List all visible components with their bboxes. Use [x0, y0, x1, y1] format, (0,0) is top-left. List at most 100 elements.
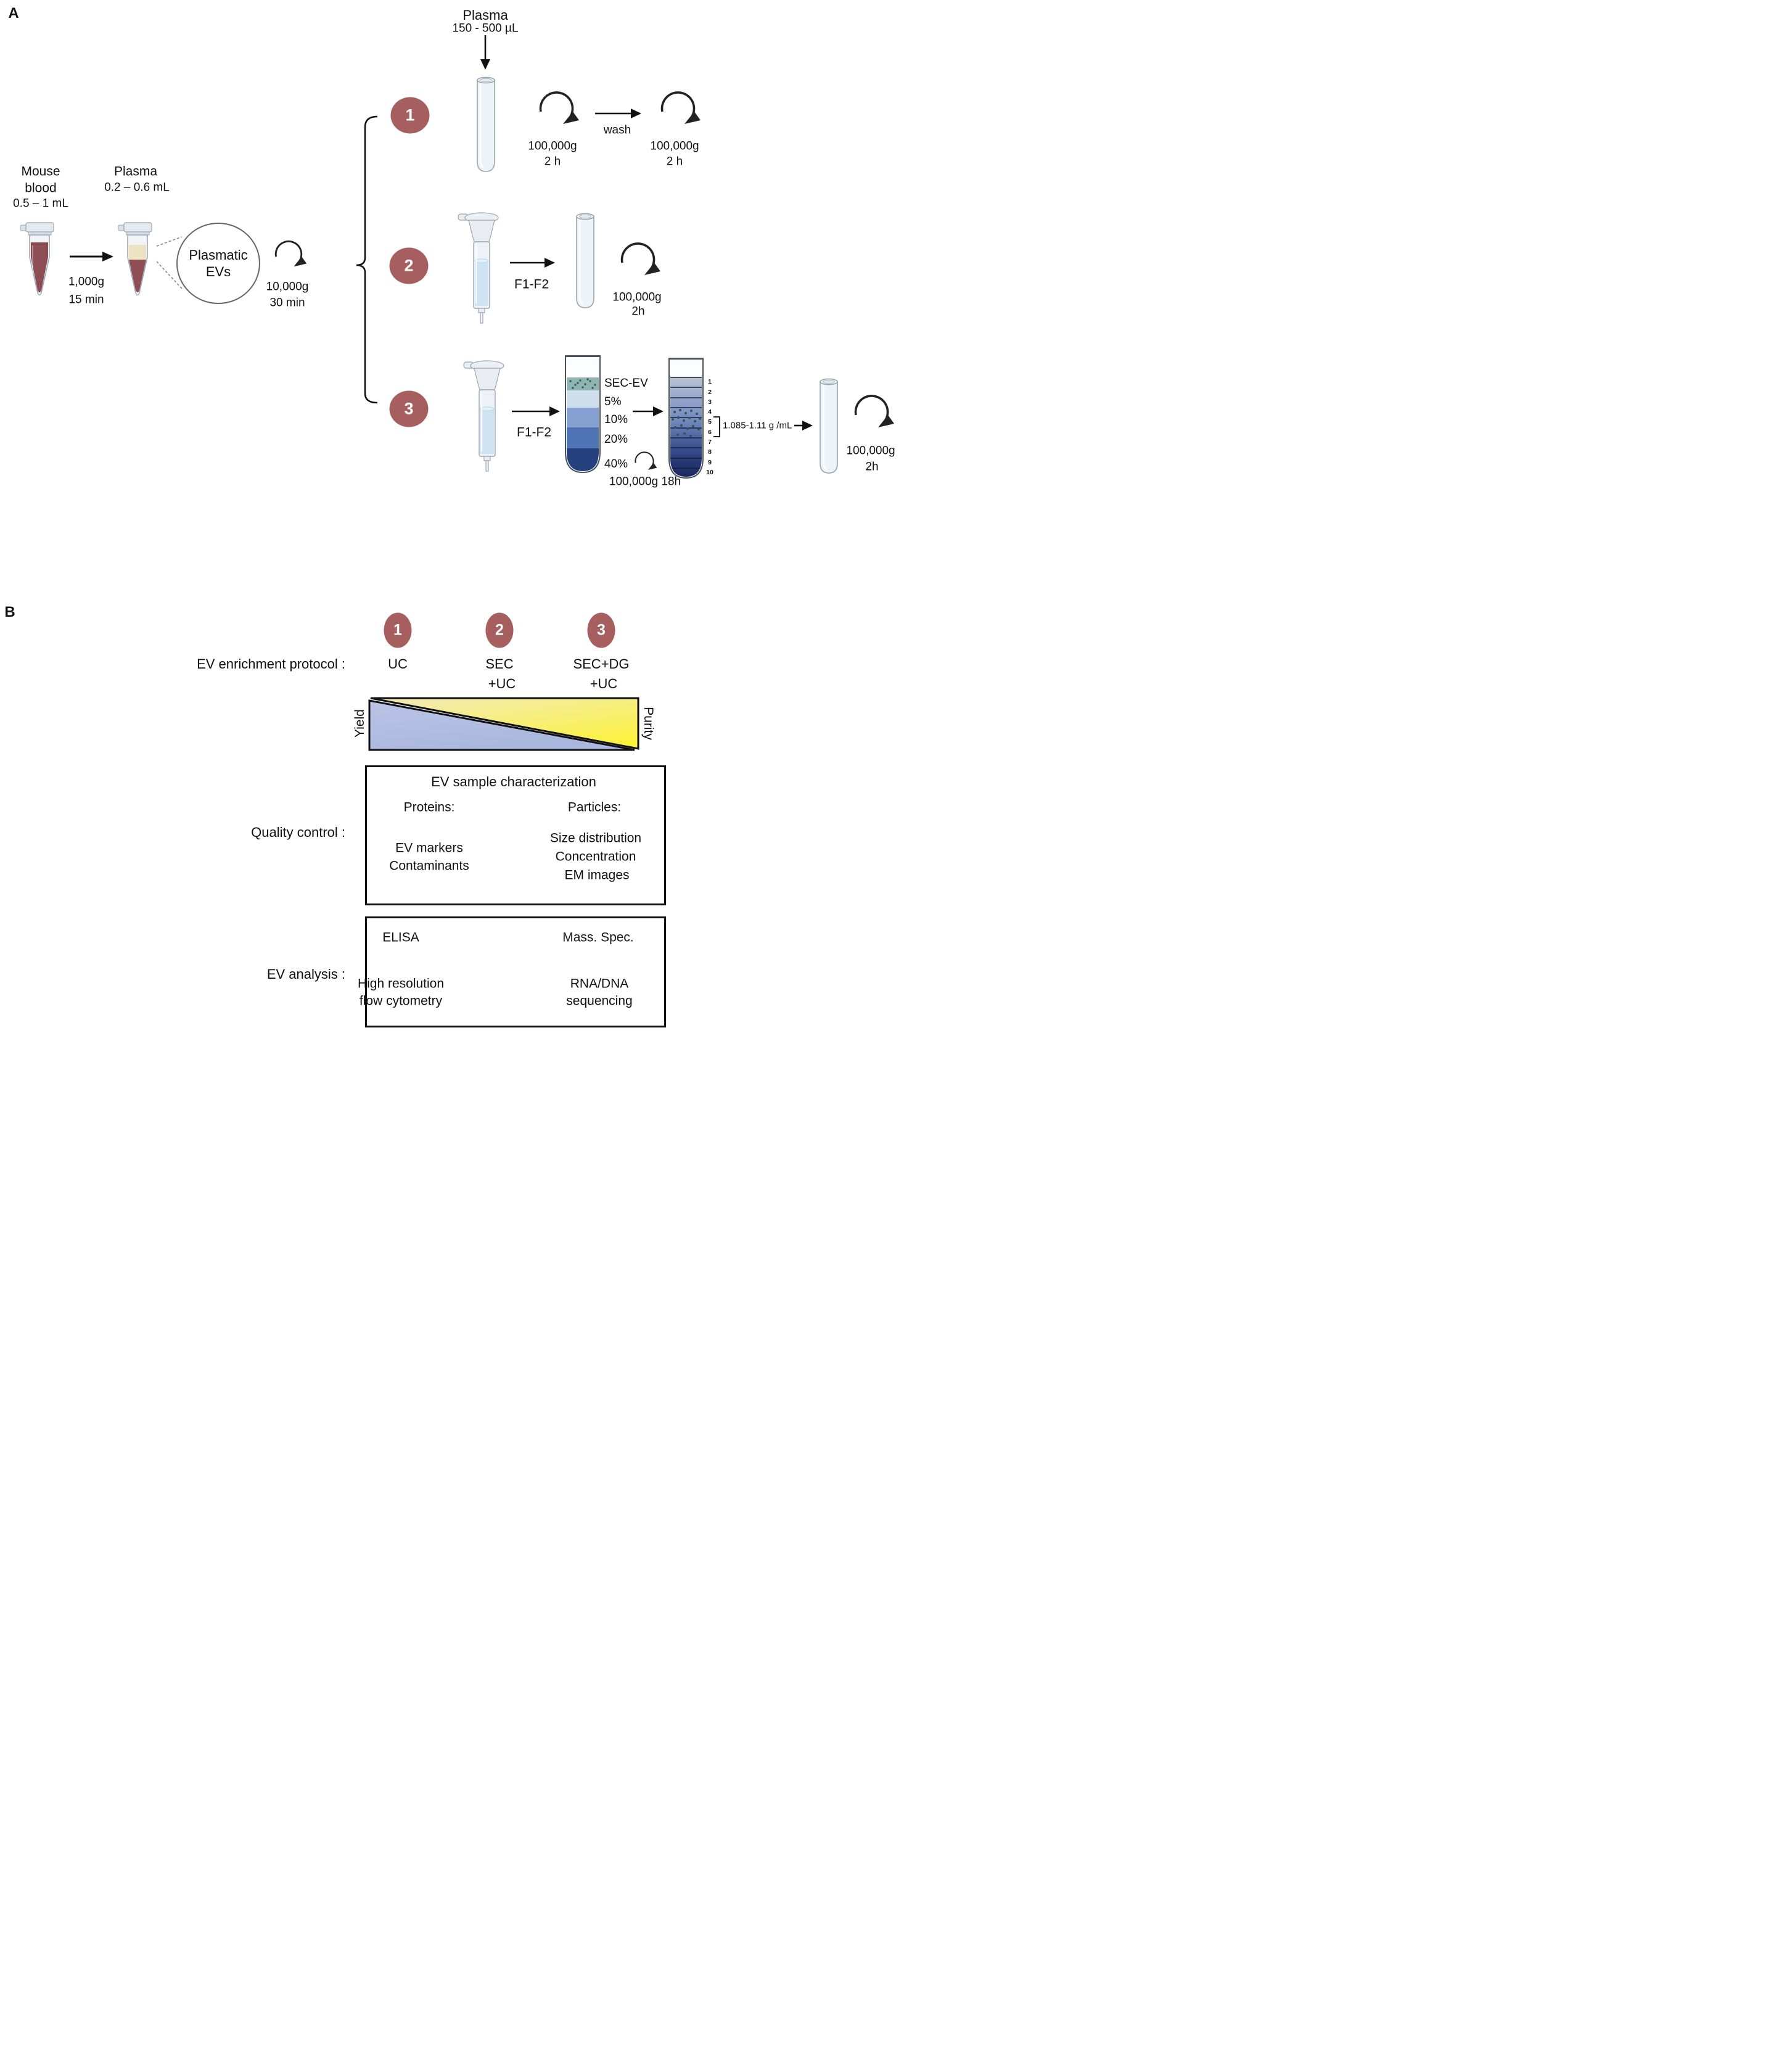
branch3-spin-gradient: 100,000g 18h	[609, 475, 681, 488]
protocol1-name: UC	[388, 656, 408, 672]
branch1-spin-b-speed: 100,000g	[650, 139, 699, 153]
protocol3-name2: +UC	[590, 675, 618, 691]
plasma-layer	[129, 245, 146, 260]
fraction-num-9: 9	[708, 459, 712, 467]
yield-purity-diagram	[368, 697, 639, 751]
mouse-blood-volume: 0.5 – 1 mL	[13, 197, 68, 210]
protocol3-name: SEC+DG	[573, 656, 630, 672]
proteins-item-contaminants: Contaminants	[389, 858, 469, 873]
gradient-label-5: 5%	[604, 395, 622, 408]
centrifuge-icon-18h	[635, 451, 658, 471]
band-20pct	[567, 427, 599, 448]
plasma-tube	[118, 222, 152, 296]
protocol2-name: SEC	[485, 656, 514, 672]
branch2-number: 2	[404, 256, 414, 275]
branch-brace	[356, 115, 378, 404]
branch1-spin-a-time: 2 h	[544, 155, 561, 168]
fraction-num-6: 6	[708, 429, 712, 437]
analysis-flow-line2: flow cytometry	[359, 994, 443, 1008]
arrow-f1f2-branch2	[510, 258, 555, 268]
zoom-cone-line-bottom	[156, 261, 183, 289]
protocol3-badge: 3	[587, 612, 615, 648]
centrifuge-icon-100000g-b	[660, 91, 702, 125]
plasmatic-evs-line1: Plasmatic	[189, 247, 248, 263]
centrifuge-icon-100000g-branch2	[620, 242, 662, 276]
quality-control-box	[365, 765, 666, 905]
centrifuge-icon-10000g	[274, 240, 308, 268]
sec-column-branch3	[462, 360, 505, 472]
band-10pct	[567, 408, 599, 427]
proteins-item-ev-markers: EV markers	[395, 841, 463, 855]
panel-b-label: B	[4, 603, 15, 620]
density-range-label: 1.085-1.11 g /mL	[723, 420, 792, 431]
fraction-num-8: 8	[708, 448, 712, 456]
particles-item-em: EM images	[564, 868, 630, 883]
particles-header: Particles:	[567, 800, 622, 815]
spin1-speed: 1,000g	[68, 275, 105, 289]
plasma-volume: 0.2 – 0.6 mL	[104, 181, 170, 194]
branch3-number: 3	[404, 399, 414, 418]
mouse-blood-line1: Mouse	[21, 164, 60, 179]
fraction-5-6-bracket	[713, 416, 720, 437]
plasmatic-evs-line2: EVs	[205, 264, 231, 279]
blood-fill	[31, 242, 48, 292]
branch2-spin-speed: 100,000g	[612, 290, 662, 304]
gradient-label-secev: SEC-EV	[604, 377, 648, 390]
quality-control-row-label: Quality control :	[251, 825, 345, 840]
arrow-blood-to-plasma	[70, 252, 113, 261]
zoom-cone-line-top	[156, 236, 183, 247]
fraction-num-7: 7	[708, 438, 712, 447]
branch3-spin-final-time: 2h	[865, 460, 879, 474]
protocol1-number: 1	[393, 621, 402, 639]
ev-analysis-box	[365, 916, 666, 1027]
ev-dots-fractions-5-6	[672, 409, 701, 437]
spin2-speed: 10,000g	[266, 280, 309, 294]
density-gradient-tube	[565, 355, 601, 474]
plasmatic-evs-bubble: Plasmatic EVs	[176, 223, 260, 304]
branch1-spin-a-speed: 100,000g	[528, 139, 577, 153]
protocol2-badge: 2	[485, 612, 514, 648]
particles-item-concentration: Concentration	[555, 849, 636, 864]
uc-tube	[476, 76, 496, 173]
protocol3-number: 3	[597, 621, 606, 639]
branch1-badge: 1	[390, 97, 430, 134]
gradient-label-20: 20%	[604, 433, 628, 446]
qc-title: EV sample characterization	[431, 773, 596, 789]
fraction-num-3: 3	[708, 398, 712, 406]
fraction-lines	[670, 377, 702, 469]
branch2-f1f2-label: F1-F2	[514, 277, 549, 292]
figure-graphics	[20, 35, 895, 751]
branch3-f1f2-label: F1-F2	[516, 425, 552, 440]
yield-axis-label: Yield	[353, 709, 367, 738]
protocol2-number: 2	[495, 621, 504, 639]
purity-triangle	[370, 697, 639, 750]
uc-tube-branch3	[819, 377, 839, 474]
protocol2-name2: +UC	[488, 675, 516, 691]
arrow-plasma-down	[480, 35, 490, 70]
analysis-mass-spec: Mass. Spec.	[562, 930, 634, 945]
yield-triangle	[368, 699, 635, 751]
fraction-num-1: 1	[708, 378, 712, 386]
arrow-to-fraction-tube	[633, 406, 664, 416]
fraction-tube	[668, 358, 704, 479]
figure-ev-protocol: A Mouse blood 0.5 – 1 mL Plasma 0.2 – 0.…	[0, 0, 896, 1029]
branch1-number: 1	[405, 105, 415, 125]
gradient-label-10: 10%	[604, 413, 628, 426]
purity-axis-label: Purity	[641, 707, 656, 740]
centrifuge-icon-100000g-branch3	[854, 395, 895, 429]
spin1-time: 15 min	[68, 293, 104, 307]
band-40pct	[567, 448, 599, 471]
analysis-seq-line1: RNA/DNA	[570, 976, 629, 991]
ev-analysis-row-label: EV analysis :	[266, 966, 345, 982]
proteins-header: Proteins:	[403, 800, 455, 815]
analysis-flow-line1: High resolution	[357, 976, 445, 991]
mouse-blood-line2: blood	[25, 181, 57, 196]
arrow-wash	[595, 109, 641, 118]
branch2-spin-time: 2h	[631, 305, 645, 318]
branch1-input-title: Plasma	[462, 7, 508, 23]
protocol1-badge: 1	[384, 612, 412, 648]
band-5pct	[567, 390, 599, 408]
branch3-spin-final-speed: 100,000g	[846, 444, 895, 458]
band-sec-ev	[567, 377, 599, 390]
fraction-num-4: 4	[708, 408, 712, 416]
